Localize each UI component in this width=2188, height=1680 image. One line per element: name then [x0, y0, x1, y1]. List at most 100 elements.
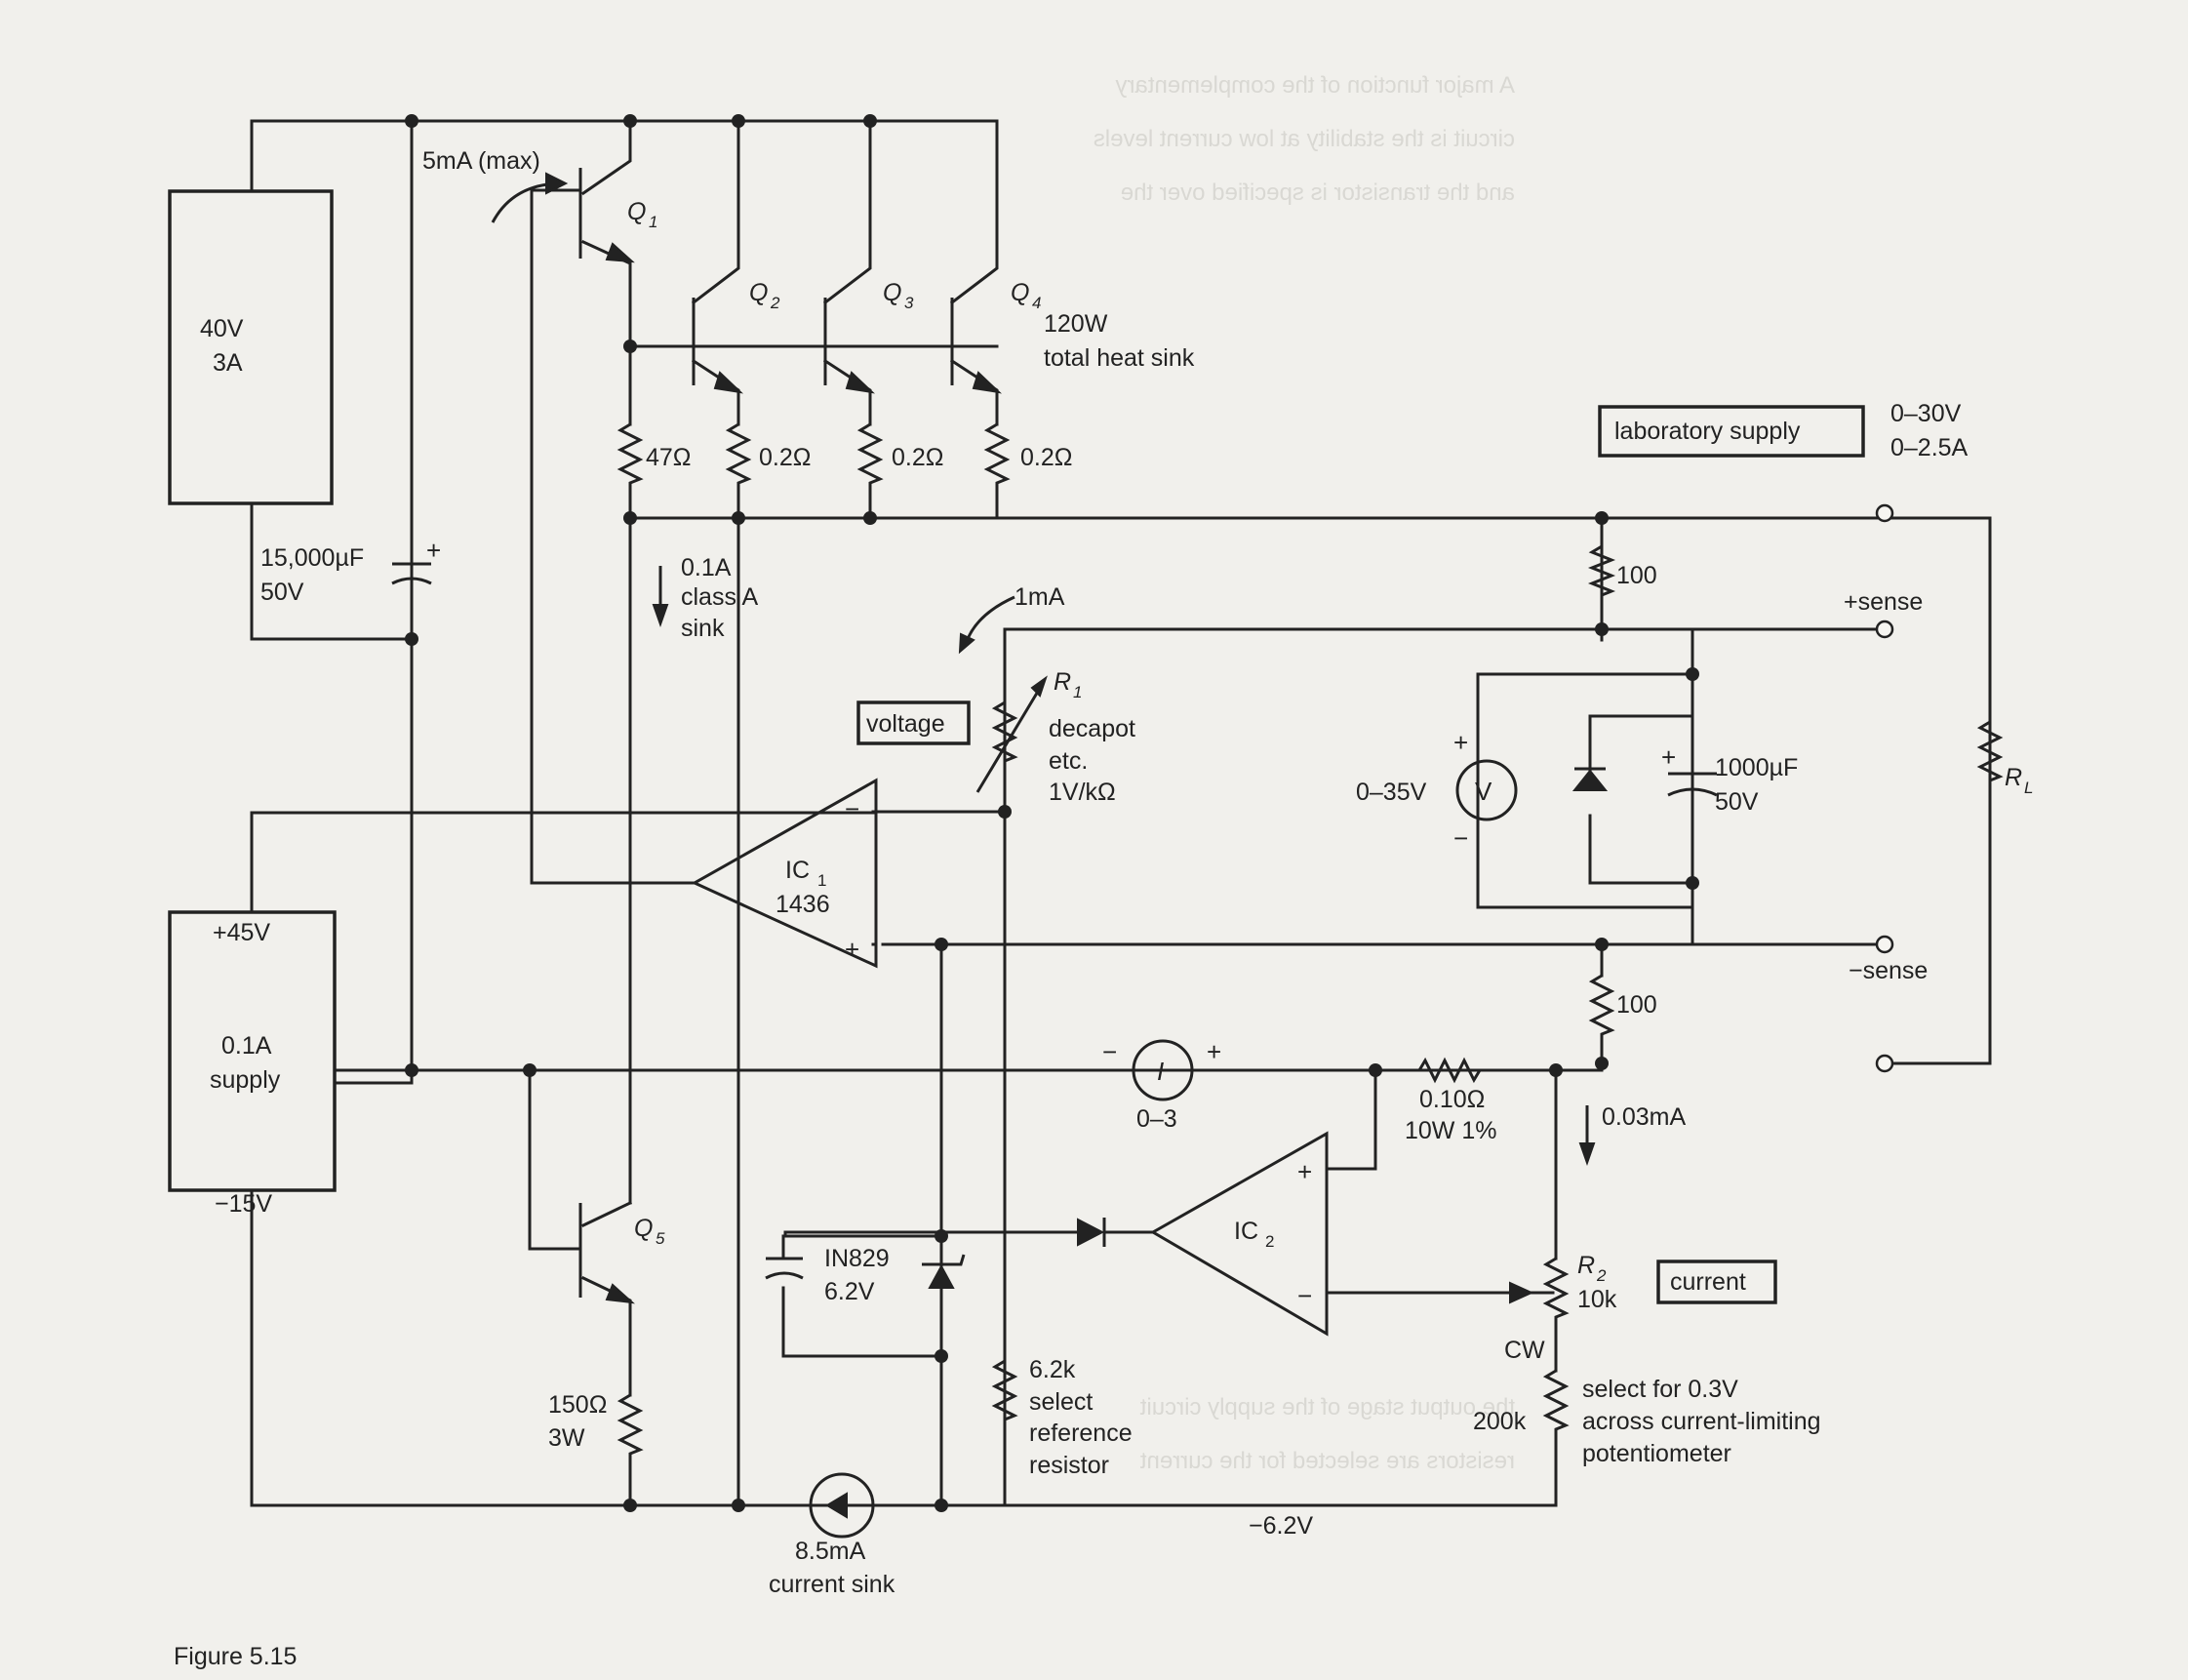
aux-mid-2: supply	[210, 1066, 281, 1094]
heat-sink-2: total heat sink	[1044, 344, 1195, 372]
direction-arrows	[652, 566, 1596, 1167]
minus-sense-label: −sense	[1849, 957, 1928, 984]
main-supply-box	[168, 189, 334, 505]
aux-plus45: +45V	[213, 919, 270, 946]
cap-out-value: 1000µF	[1715, 754, 1798, 781]
zener-voltage: 6.2V	[824, 1278, 875, 1305]
point03ma-label: 0.03mA	[1602, 1103, 1686, 1131]
resistor-r1-icon	[975, 675, 1048, 793]
terminal-out-minus[interactable]	[1875, 1054, 1894, 1073]
svg-text:R: R	[1054, 668, 1071, 696]
resistor-02a-icon	[725, 422, 752, 493]
current-box	[1656, 1260, 1777, 1304]
diode-ic2-icon	[1077, 1218, 1155, 1247]
cw-label: CW	[1504, 1337, 1545, 1364]
resistor-shunt-icon	[1417, 1057, 1482, 1084]
voltmeter-minus: −	[1453, 823, 1468, 853]
svg-text:and the transistor is specifie: and the transistor is specified over the	[1121, 180, 1515, 206]
terminal-plus-sense[interactable]	[1875, 620, 1894, 639]
ic1-plus: +	[845, 935, 859, 964]
svg-text:3: 3	[904, 294, 914, 312]
r62k-desc-2: reference	[1029, 1420, 1133, 1447]
svg-text:2: 2	[1265, 1232, 1274, 1251]
svg-text:1: 1	[1073, 683, 1082, 701]
zener-diode-icon	[922, 1254, 966, 1289]
r2-value: 10k	[1577, 1286, 1617, 1313]
cap-out-voltage: 50V	[1715, 788, 1759, 816]
voltage-box	[856, 700, 971, 745]
r02c-label: 0.2Ω	[1020, 444, 1072, 471]
ic1-opamp-icon	[691, 778, 878, 969]
heat-sink-1: 120W	[1044, 310, 1108, 338]
q2-transistor-icon	[692, 298, 743, 394]
ic2-minus: −	[1297, 1281, 1312, 1310]
class-a-1: 0.1A	[681, 554, 732, 581]
rating-current: 0–2.5A	[1890, 434, 1969, 461]
r200k-label: 200k	[1473, 1408, 1527, 1435]
resistor-100-bottom-icon	[1588, 974, 1615, 1044]
r150-rating: 3W	[548, 1424, 585, 1452]
diode-out-icon	[1571, 767, 1609, 791]
voltmeter-icon	[1455, 759, 1518, 821]
svg-text:circuit is the stability at lo: circuit is the stability at low current …	[1094, 126, 1515, 152]
svg-text:2: 2	[1596, 1266, 1607, 1285]
svg-text:1: 1	[649, 213, 657, 231]
r62k-desc-1: select	[1029, 1388, 1093, 1416]
voltmeter-plus: +	[1453, 728, 1468, 757]
select-note-2: across current-limiting	[1582, 1408, 1821, 1435]
junction-dots	[405, 114, 1699, 1512]
r62k-value: 6.2k	[1029, 1356, 1076, 1383]
svg-text:the output stage of the supply: the output stage of the supply circuit	[1139, 1394, 1515, 1420]
r02b-label: 0.2Ω	[892, 444, 943, 471]
laboratory-supply-label: laboratory supply	[1614, 418, 1801, 445]
resistor-r2-icon	[1509, 1257, 1570, 1327]
resistor-62k-icon	[991, 1359, 1018, 1429]
ammeter-plus: +	[1207, 1037, 1221, 1066]
ammeter-minus: −	[1102, 1037, 1117, 1066]
shunt-rating: 10W 1%	[1405, 1117, 1496, 1144]
svg-text:R: R	[2005, 764, 2022, 791]
cap-main-plus: +	[426, 536, 441, 565]
terminal-out-plus[interactable]	[1875, 503, 1894, 523]
class-a-3: sink	[681, 615, 725, 642]
svg-text:1: 1	[817, 871, 826, 890]
ammeter-icon	[1132, 1039, 1194, 1101]
current-sink-icon	[809, 1472, 875, 1539]
terminal-minus-sense[interactable]	[1875, 935, 1894, 954]
svg-text:4: 4	[1032, 294, 1041, 312]
cap-out-plus: +	[1661, 742, 1676, 772]
ic2-plus: +	[1297, 1157, 1312, 1186]
svg-text:resistors are selected for the: resistors are selected for the current	[1140, 1448, 1515, 1474]
ic2-opamp-icon	[1149, 1131, 1329, 1337]
r100-top-label: 100	[1616, 562, 1657, 589]
rating-voltage: 0–30V	[1890, 400, 1962, 427]
resistor-200k-icon	[1542, 1369, 1570, 1439]
r150-value: 150Ω	[548, 1391, 607, 1419]
current-sink-label: current sink	[769, 1571, 895, 1598]
resistor-rl-icon	[1976, 720, 2004, 810]
q1-current-label: 5mA (max)	[422, 147, 540, 175]
current-sink-arrow-icon	[825, 1492, 848, 1519]
select-note-1: select for 0.3V	[1582, 1376, 1738, 1403]
aux-supply-box	[168, 910, 337, 1192]
svg-text:5: 5	[656, 1229, 665, 1248]
aux-mid-1: 0.1A	[221, 1032, 272, 1060]
svg-text:IC: IC	[1234, 1218, 1258, 1245]
svg-text:Q: Q	[749, 279, 768, 306]
main-supply-voltage: 40V	[200, 315, 244, 342]
ammeter-symbol: I	[1157, 1057, 1164, 1086]
figure-caption: Figure 5.15	[174, 1643, 297, 1670]
r1-desc-2: etc.	[1049, 747, 1088, 775]
svg-text:IC: IC	[785, 857, 810, 884]
select-note-3: potentiometer	[1582, 1440, 1731, 1467]
shunt-value: 0.10Ω	[1419, 1086, 1485, 1113]
r02a-label: 0.2Ω	[759, 444, 811, 471]
capacitor-ref-icon	[765, 1257, 804, 1280]
one-ma-label: 1mA	[1014, 583, 1065, 611]
voltmeter-range: 0–35V	[1356, 779, 1427, 806]
